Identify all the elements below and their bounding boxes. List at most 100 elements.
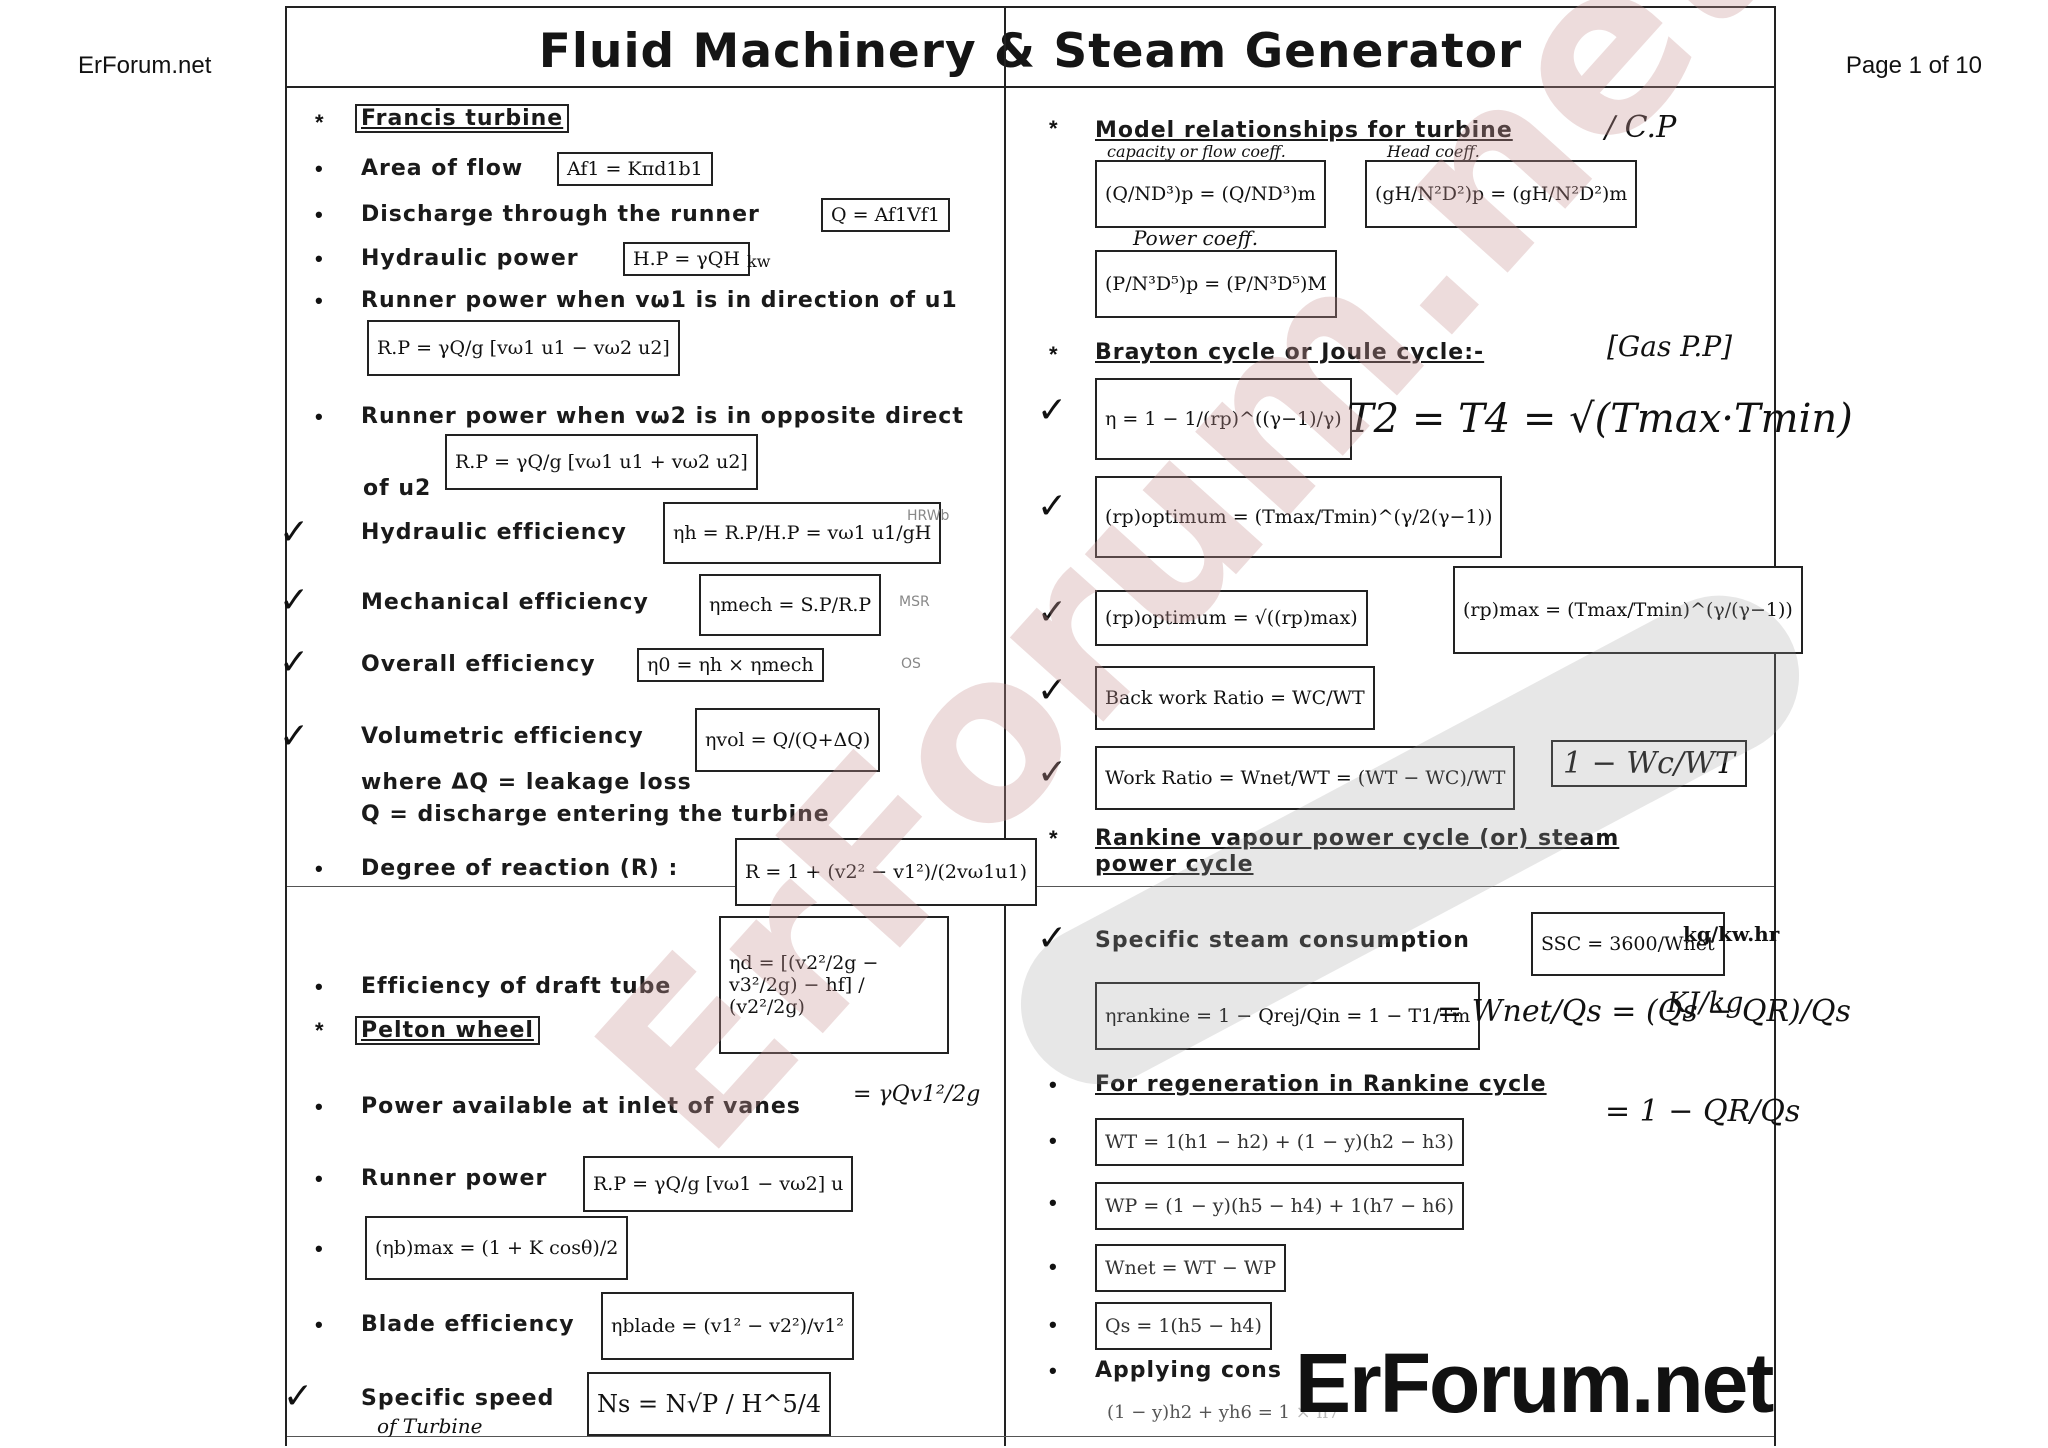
overall-eff-note: OS bbox=[901, 656, 921, 672]
regen-formula-3: Wnet = WT − WP bbox=[1095, 1244, 1287, 1292]
reaction-formula: R = 1 + (v2² − v1²)/(2vω1u1) bbox=[735, 838, 1038, 906]
draft-formula: ηd = [(v2²/2g − v3²/2g) − hf] / (v2²/2g) bbox=[719, 916, 949, 1054]
bullet: • bbox=[1049, 1254, 1057, 1279]
runner-same-formula: R.P = γQ/g [vω1 u1 − vω2 u2] bbox=[367, 320, 680, 376]
rp-optimum-formula: (rp)optimum = (Tmax/Tmin)^(γ/2(γ−1)) bbox=[1095, 476, 1503, 558]
rankine-heading-1: Rankine vapour power cycle (or) steam bbox=[1095, 826, 1620, 851]
rankine-heading-2: power cycle bbox=[1095, 852, 1254, 877]
bullet: • bbox=[315, 404, 323, 429]
column-divider bbox=[1004, 6, 1006, 1446]
specific-speed-formula: Ns = N√P / H^5/4 bbox=[587, 1372, 832, 1436]
runner-power-label: Runner power bbox=[361, 1166, 548, 1191]
vol-eff-where2: Q = discharge entering the turbine bbox=[361, 802, 830, 827]
discharge-formula: Q = Af1Vf1 bbox=[821, 198, 950, 232]
vol-eff-label: Volumetric efficiency bbox=[361, 724, 644, 749]
specific-speed-label2: of Turbine bbox=[377, 1414, 483, 1438]
rankine-unit-hand: KJ/kg bbox=[1667, 986, 1744, 1019]
bullet: • bbox=[315, 156, 323, 181]
bullet: • bbox=[315, 974, 323, 999]
overall-eff-label: Overall efficiency bbox=[361, 652, 596, 677]
check-mark: ✓ bbox=[1037, 592, 1068, 633]
bullet: • bbox=[315, 856, 323, 881]
check-mark: ✓ bbox=[1037, 670, 1068, 711]
hydraulic-power-formula: H.P = γQH bbox=[623, 242, 750, 276]
runner-opp-formula: R.P = γQ/g [vω1 u1 + vω2 u2] bbox=[445, 434, 758, 490]
bullet: • bbox=[1049, 1072, 1057, 1097]
area-formula: Af1 = Kπd1b1 bbox=[557, 152, 713, 186]
ssc-unit: kg/kw.hr bbox=[1683, 922, 1780, 946]
t-relation-hand: T2 = T4 = √(Tmax·Tmin) bbox=[1347, 396, 1853, 442]
bullet: * bbox=[1049, 116, 1058, 141]
site-header-left: ErForum.net bbox=[78, 52, 212, 79]
brand-logo: ErForum.net bbox=[1295, 1335, 1774, 1432]
overall-eff-formula: η0 = ηh × ηmech bbox=[637, 648, 824, 682]
applying-label: Applying cons bbox=[1095, 1358, 1282, 1383]
check-mark: ✓ bbox=[279, 580, 310, 621]
blade-formula: ηblade = (v1² − v2²)/v1² bbox=[601, 1292, 854, 1360]
model-flow-formula: (Q/ND³)p = (Q/ND³)m bbox=[1095, 160, 1326, 228]
bullet: * bbox=[1049, 826, 1058, 851]
regen-formula-4: Qs = 1(h5 − h4) bbox=[1095, 1302, 1272, 1350]
check-mark: ✓ bbox=[1037, 486, 1068, 527]
applying-formula: (1 − y)h2 + yh6 = 1 × h7 bbox=[1107, 1402, 1340, 1423]
rp-optimum-sqrt-formula: (rp)optimum = √((rp)max) bbox=[1095, 590, 1368, 646]
bullet: • bbox=[315, 1236, 323, 1261]
hyd-eff-note: HRWb bbox=[907, 508, 950, 524]
ssc-label: Specific steam consumption bbox=[1095, 928, 1470, 953]
check-mark: ✓ bbox=[279, 716, 310, 757]
head-coeff-note: Head coeff. bbox=[1387, 142, 1480, 161]
bullet: • bbox=[315, 1312, 323, 1337]
check-mark: ✓ bbox=[279, 512, 310, 553]
specific-speed-label: Specific speed bbox=[361, 1386, 555, 1411]
bullet: • bbox=[315, 1166, 323, 1191]
runner-opp-label2: of u2 bbox=[363, 476, 432, 501]
blade-label: Blade efficiency bbox=[361, 1312, 575, 1337]
power-inlet-formula: = γQv1²/2g bbox=[853, 1082, 981, 1107]
vol-eff-formula: ηvol = Q/(Q+ΔQ) bbox=[695, 708, 881, 772]
model-power-formula: (P/N³D⁵)p = (P/N³D⁵)M bbox=[1095, 250, 1337, 318]
bullet: • bbox=[315, 288, 323, 313]
draft-label: Efficiency of draft tube bbox=[361, 974, 672, 999]
brayton-heading: Brayton cycle or Joule cycle:- bbox=[1095, 340, 1485, 365]
regen-formula-2: WP = (1 − y)(h5 − h4) + 1(h7 − h6) bbox=[1095, 1182, 1464, 1230]
title-box: Fluid Machinery & Steam Generator bbox=[287, 6, 1774, 88]
hyd-eff-formula: ηh = R.P/H.P = vω1 u1/gH bbox=[663, 502, 942, 564]
bullet: • bbox=[1049, 1358, 1057, 1383]
bullet: * bbox=[315, 110, 324, 135]
reaction-label: Degree of reaction (R) : bbox=[361, 856, 679, 881]
hydraulic-power-label: Hydraulic power bbox=[361, 246, 579, 271]
regen-heading: For regeneration in Rankine cycle bbox=[1095, 1072, 1547, 1097]
page-title: Fluid Machinery & Steam Generator bbox=[538, 24, 1523, 79]
work-ratio-hand: 1 − Wc/WT bbox=[1551, 740, 1747, 787]
model-heading: Model relationships for turbine bbox=[1095, 118, 1513, 143]
bullet: • bbox=[1049, 1190, 1057, 1215]
bullet: • bbox=[315, 246, 323, 271]
rp-max-formula: (rp)max = (Tmax/Tmin)^(γ/(γ−1)) bbox=[1453, 566, 1803, 654]
max-eff-formula: (ηb)max = (1 + K cosθ)/2 bbox=[365, 1216, 629, 1280]
francis-heading: Francis turbine bbox=[355, 104, 570, 133]
power-inlet-label: Power available at inlet of vanes bbox=[361, 1094, 801, 1119]
mech-eff-label: Mechanical efficiency bbox=[361, 590, 649, 615]
model-head-formula: (gH/N²D²)p = (gH/N²D²)m bbox=[1365, 160, 1638, 228]
bullet: * bbox=[315, 1018, 324, 1043]
vol-eff-where1: where ΔQ = leakage loss bbox=[361, 770, 692, 795]
work-ratio-formula: Work Ratio = Wnet/WT = (WT − WC)/WT bbox=[1095, 746, 1516, 810]
bullet: • bbox=[315, 1094, 323, 1119]
bullet: • bbox=[315, 202, 323, 227]
back-work-formula: Back work Ratio = WC/WT bbox=[1095, 666, 1375, 730]
check-mark: ✓ bbox=[1037, 752, 1068, 793]
rankine-hand-2: = 1 − QR/Qs bbox=[1605, 1094, 1801, 1129]
formula-sheet: Fluid Machinery & Steam Generator * Fran… bbox=[279, 6, 1853, 1446]
regen-formula-1: WT = 1(h1 − h2) + (1 − y)(h2 − h3) bbox=[1095, 1118, 1464, 1166]
bullet: * bbox=[1049, 342, 1058, 367]
ssc-formula: SSC = 3600/Wnet bbox=[1531, 912, 1725, 976]
mech-eff-formula: ηmech = S.P/R.P bbox=[699, 574, 882, 636]
row-rule-bottom bbox=[287, 1436, 1774, 1437]
page-indicator: Page 1 of 10 bbox=[1845, 52, 1982, 79]
runner-power-formula: R.P = γQ/g [vω1 − vω2] u bbox=[583, 1156, 854, 1212]
runner-same-label: Runner power when vω1 is in direction of… bbox=[361, 288, 958, 313]
runner-opp-label: Runner power when vω2 is in opposite dir… bbox=[361, 404, 964, 429]
check-mark: ✓ bbox=[1037, 390, 1068, 431]
mech-eff-note: MSR bbox=[899, 594, 930, 610]
flow-coeff-note: capacity or flow coeff. bbox=[1107, 142, 1286, 161]
